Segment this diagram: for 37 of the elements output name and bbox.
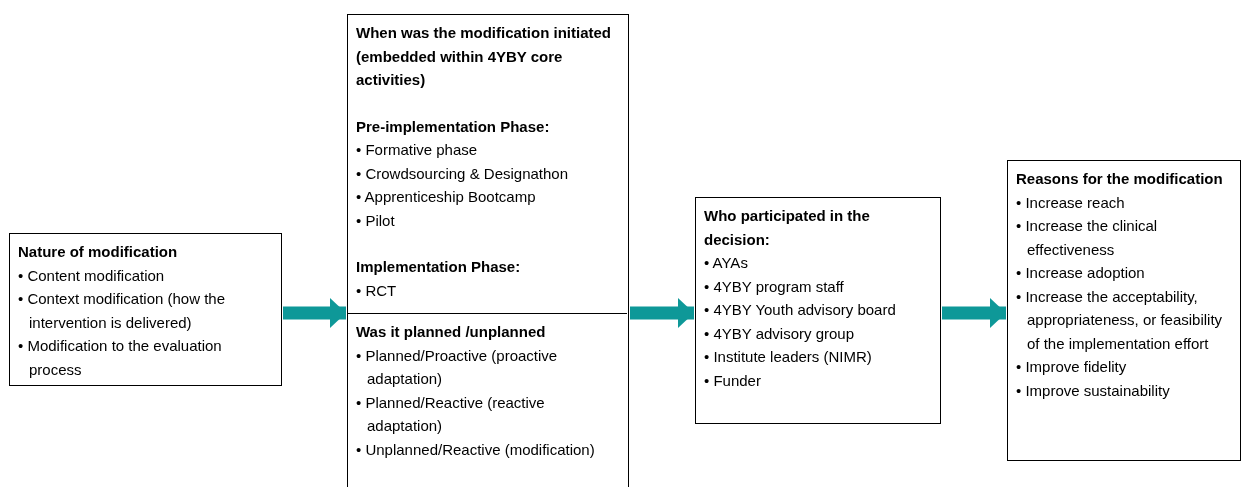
list-item: • Pilot [356,210,396,231]
list-item: • Improve sustainability [1016,380,1171,401]
process-box [9,233,282,386]
list-item: • RCT [356,280,398,301]
list-item: • Content modification [18,265,166,286]
list-item: • AYAs [704,253,749,273]
list-item: • Context modification (how the intervention is delivered) [18,289,227,333]
list-item: • Apprenticeship Bootcamp [356,187,537,207]
arrow [630,298,694,328]
list-item: • Unplanned/Reactive (modification) [356,439,596,460]
process-box [1007,160,1241,461]
box-heading: When was the modification initiated (embedded within 4YBY core activities) [356,23,612,90]
list-item: • Increase the acceptability, appropriateness, or feasibility of the implementation effort [1016,286,1224,354]
box-heading: Who participated in the decision: [704,206,871,250]
list-item: • Improve fidelity [1016,357,1128,377]
panel-box [347,14,629,487]
list-item: • Crowdsourcing & Designathon [356,163,570,184]
list-item: • 4YBY advisory group [704,323,856,344]
box-heading: Pre-implementation Phase: [356,116,551,137]
arrow [942,298,1006,328]
box-heading: Reasons for the modification [1016,169,1224,189]
list-item: • Formative phase [356,140,479,160]
list-item: • 4YBY program staff [704,276,845,297]
list-item: • Modification to the evaluation process [18,336,223,380]
list-item: • Planned/Reactive (reactive adaptation) [356,392,546,436]
process-box [695,197,941,424]
arrow [283,298,346,328]
list-item: • Institute leaders (NIMR) [704,347,873,367]
list-item: • Funder [704,370,762,391]
box-heading: Implementation Phase: [356,257,522,277]
box-heading: Nature of modification [18,242,179,262]
list-item: • Planned/Proactive (proactive adaptation) [356,345,559,389]
list-item: • 4YBY Youth advisory board [704,300,897,320]
list-item: • Increase the clinical effectiveness [1016,216,1159,260]
list-item: • Increase reach [1016,192,1126,213]
box-heading: Was it planned /unplanned [356,322,547,342]
list-item: • Increase adoption [1016,263,1146,283]
